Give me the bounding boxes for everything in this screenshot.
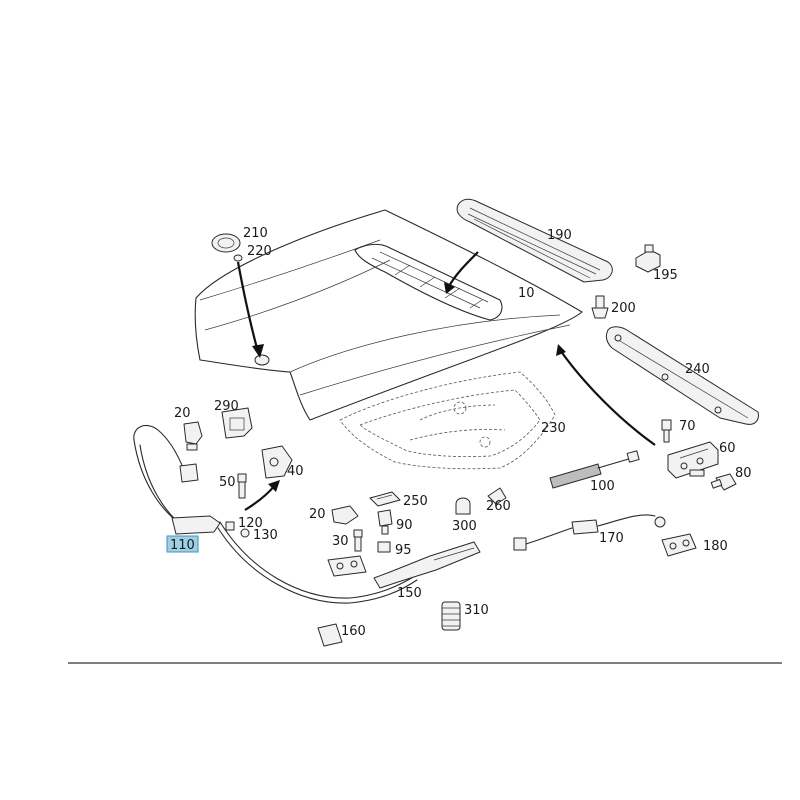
part-200-bolt[interactable] xyxy=(591,295,609,319)
part-190-grille[interactable] xyxy=(456,198,613,283)
label-170[interactable]: 170 xyxy=(599,531,624,546)
label-150[interactable]: 150 xyxy=(397,586,422,601)
label-95[interactable]: 95 xyxy=(395,543,412,558)
label-220[interactable]: 220 xyxy=(247,244,272,259)
part-50-bolt[interactable] xyxy=(237,473,247,499)
highlight-box-110 xyxy=(166,535,199,553)
label-200[interactable]: 200 xyxy=(611,301,636,316)
label-310[interactable]: 310 xyxy=(464,603,489,618)
label-195[interactable]: 195 xyxy=(653,268,678,283)
hood-inner-frame[interactable] xyxy=(339,371,556,470)
label-290[interactable]: 290 xyxy=(214,399,239,414)
label-70[interactable]: 70 xyxy=(679,419,696,434)
label-80[interactable]: 80 xyxy=(735,466,752,481)
part-130-grommet[interactable] xyxy=(240,528,250,538)
part-300-cap[interactable] xyxy=(455,497,471,515)
label-190[interactable]: 190 xyxy=(547,228,572,243)
part-180-lock[interactable] xyxy=(661,533,697,557)
part-240-seal-strip[interactable] xyxy=(605,326,759,425)
label-260[interactable]: 260 xyxy=(486,499,511,514)
part-latch-housing[interactable] xyxy=(179,463,199,483)
label-230[interactable]: 230 xyxy=(541,421,566,436)
label-210[interactable]: 210 xyxy=(243,226,268,241)
part-20-left-bracket[interactable] xyxy=(183,421,203,451)
label-50[interactable]: 50 xyxy=(219,475,236,490)
label-240[interactable]: 240 xyxy=(685,362,710,377)
label-110[interactable]: 110 xyxy=(170,538,195,553)
label-130[interactable]: 130 xyxy=(253,528,278,543)
part-110-release-cable[interactable] xyxy=(133,425,418,604)
label-60[interactable]: 60 xyxy=(719,441,736,456)
label-100[interactable]: 100 xyxy=(590,479,615,494)
label-300[interactable]: 300 xyxy=(452,519,477,534)
assembly-arrows xyxy=(236,251,656,511)
part-220-grommet[interactable] xyxy=(233,254,243,262)
label-120[interactable]: 120 xyxy=(238,516,263,531)
part-95-nut[interactable] xyxy=(377,541,391,553)
part-40-latch[interactable] xyxy=(261,445,293,479)
label-160[interactable]: 160 xyxy=(341,624,366,639)
part-120-clip[interactable] xyxy=(225,521,235,531)
part-170-cable[interactable] xyxy=(513,514,666,551)
hood-panel[interactable] xyxy=(194,209,583,421)
part-150-release-handle[interactable] xyxy=(373,541,481,589)
part-30-bolt[interactable] xyxy=(353,529,363,552)
label-20-center[interactable]: 20 xyxy=(309,507,326,522)
part-250-pad[interactable] xyxy=(369,491,401,507)
label-180[interactable]: 180 xyxy=(703,539,728,554)
part-310-spring[interactable] xyxy=(441,601,461,631)
label-20-left[interactable]: 20 xyxy=(174,406,191,421)
part-latch-plate[interactable] xyxy=(327,555,367,577)
part-90-bumper[interactable] xyxy=(377,509,393,535)
part-100-gas-strut[interactable] xyxy=(549,450,640,489)
label-250[interactable]: 250 xyxy=(403,494,428,509)
part-160-clip[interactable] xyxy=(317,623,343,647)
part-210-emblem[interactable] xyxy=(211,233,241,253)
label-30[interactable]: 30 xyxy=(332,534,349,549)
part-70-bolt[interactable] xyxy=(661,419,672,443)
label-90[interactable]: 90 xyxy=(396,518,413,533)
label-40[interactable]: 40 xyxy=(287,464,304,479)
part-20-center-bracket[interactable] xyxy=(331,505,359,525)
part-260-clip[interactable] xyxy=(487,487,507,505)
part-80-bolt[interactable] xyxy=(710,473,737,491)
part-290-bracket[interactable] xyxy=(221,407,253,439)
part-60-hinge[interactable] xyxy=(667,441,719,479)
label-10[interactable]: 10 xyxy=(518,286,535,301)
part-195-clip[interactable] xyxy=(635,244,661,273)
